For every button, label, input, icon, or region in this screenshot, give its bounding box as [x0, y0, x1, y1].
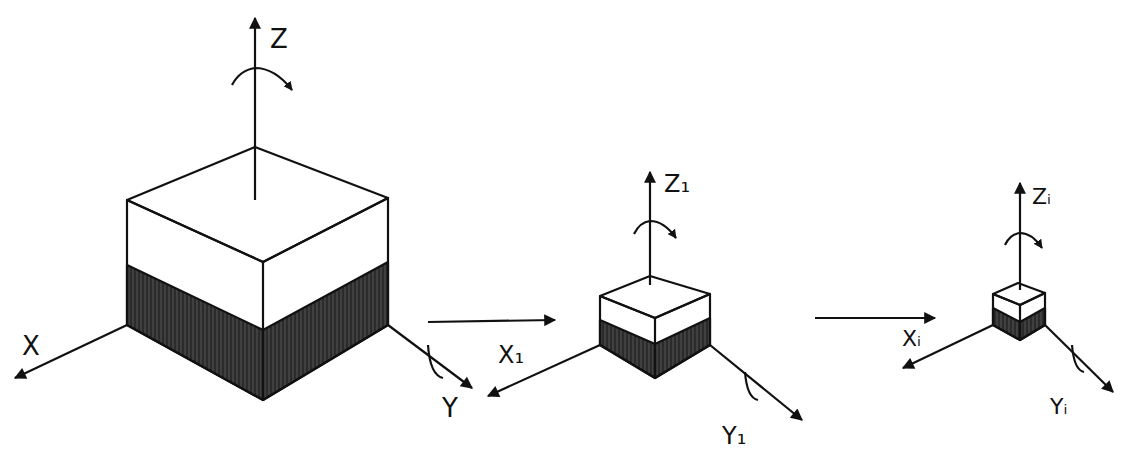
- axis-label: Xᵢ: [902, 328, 921, 350]
- axis-label: Z₁: [664, 172, 690, 196]
- axis-label: X₁: [498, 343, 524, 367]
- axis-label: Z: [270, 26, 288, 52]
- transform-arrow: [815, 317, 935, 319]
- transform-arrow: [428, 320, 555, 322]
- large-cube: [127, 147, 388, 400]
- axis-label: Zᵢ: [1032, 186, 1051, 208]
- axis-label: X: [22, 333, 40, 359]
- small-cube: [993, 283, 1045, 340]
- axis-label: Yᵢ: [1050, 396, 1067, 418]
- axis-label: Y₁: [722, 424, 746, 448]
- axis: [15, 18, 472, 388]
- axis: [903, 183, 1113, 392]
- axis: [488, 172, 802, 420]
- axis-label: Y: [442, 395, 458, 421]
- medium-cube: [600, 276, 710, 378]
